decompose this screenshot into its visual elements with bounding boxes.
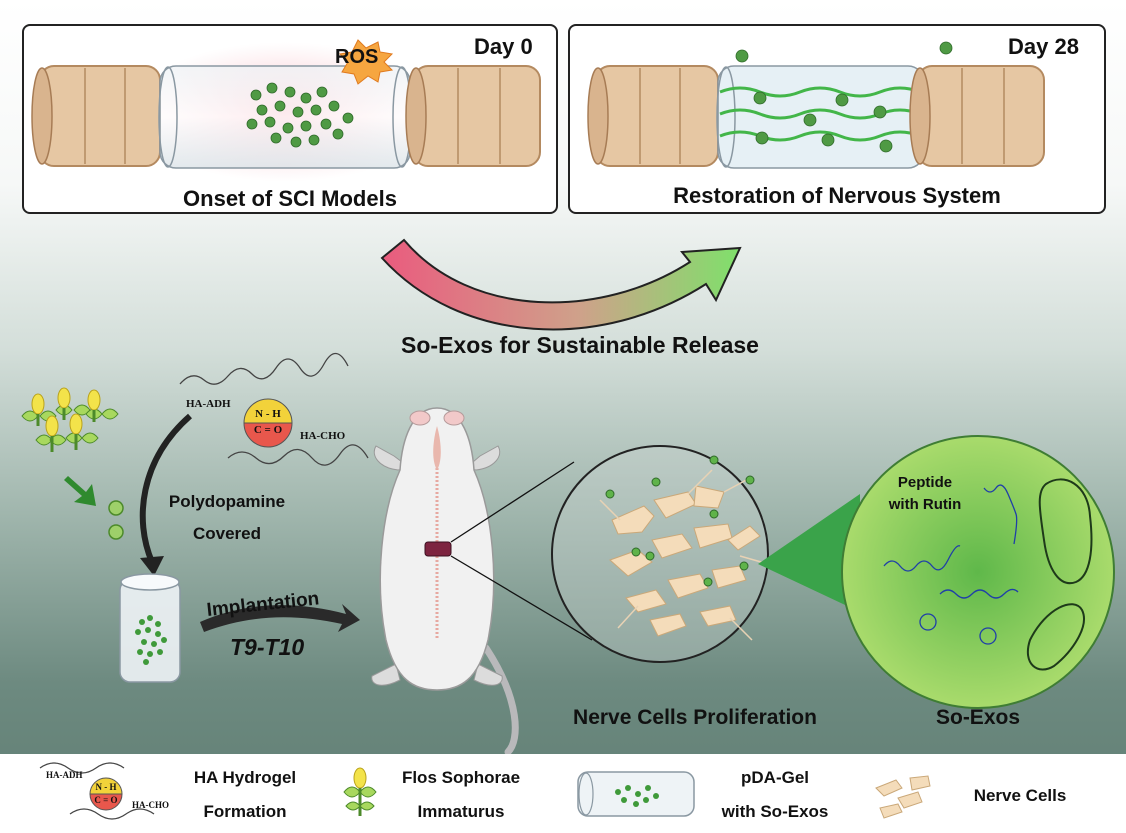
legend-bond-top: N - H xyxy=(95,782,117,792)
legend-item-1-line1: HA Hydrogel xyxy=(193,768,297,787)
bond-bottom-label: C = O xyxy=(253,424,283,436)
legend-bond-bottom: C = O xyxy=(94,795,118,805)
exosome-bubbles xyxy=(108,500,124,540)
day28-caption: Restoration of Nervous System xyxy=(673,183,1001,208)
legend-item-1-line2: Formation xyxy=(203,802,287,821)
ha-polymer-chains xyxy=(179,352,369,466)
legend-bar: HA-ADH HA-CHO N - H C = O HA Hydrogel Fo… xyxy=(0,754,1126,833)
legend-item-4-line1: Nerve Cells xyxy=(973,786,1067,805)
day28-label: Day 28 xyxy=(1008,34,1079,59)
so-exos-label: So-Exos xyxy=(935,706,1021,729)
extraction-arrow xyxy=(64,476,96,506)
release-arrow xyxy=(380,238,742,331)
release-caption: So-Exos for Sustainable Release xyxy=(401,332,759,358)
site-label: T9-T10 xyxy=(230,634,305,660)
hydrogel-tube-day0 xyxy=(158,65,412,169)
flos-sophorae-icon xyxy=(21,387,119,452)
release-arrow-shape xyxy=(380,238,742,331)
implant-site xyxy=(424,541,452,557)
ha-adh-label: HA-ADH xyxy=(186,398,231,410)
exosome-cluster-day0 xyxy=(246,82,354,148)
legend-item-3-line1: pDA-Gel xyxy=(741,768,809,787)
so-exos-organelles xyxy=(1026,478,1093,671)
zoom-lines xyxy=(450,461,593,641)
legend-ha-adh: HA-ADH xyxy=(46,770,83,780)
implantation-arrow xyxy=(200,604,360,632)
spinal-cord-segment-right-day28 xyxy=(909,65,1045,167)
legend-item-2-line1: Flos Sophorae xyxy=(401,768,521,787)
ha-cho-label: HA-CHO xyxy=(300,430,346,442)
day0-caption: Onset of SCI Models xyxy=(183,186,397,211)
peptide-chains xyxy=(883,484,1019,645)
peptide-label-1: Peptide xyxy=(897,474,953,491)
bond-top-label: N - H xyxy=(255,408,281,420)
zoom-cone xyxy=(758,494,860,612)
polydopamine-label-2: Covered xyxy=(192,524,262,543)
day0-scene xyxy=(31,39,1045,182)
ros-label: ROS xyxy=(335,46,379,68)
legend-gel-icon xyxy=(577,771,695,817)
legend-flos-icon xyxy=(343,767,377,816)
spinal-cord-segment-left-day28 xyxy=(587,65,719,167)
legend-ha-cho: HA-CHO xyxy=(132,800,169,810)
legend-item-3-line2: with So-Exos xyxy=(721,802,829,821)
legend-nerve-cells-icon xyxy=(875,775,931,819)
exosomes-day28 xyxy=(735,41,953,153)
peptide-label-2: with Rutin xyxy=(888,496,962,513)
nerve-cell-bodies xyxy=(609,485,761,637)
legend-icons xyxy=(39,762,931,820)
so-exos-magnified xyxy=(841,435,1115,709)
legend-item-2-line2: Immaturus xyxy=(417,802,505,821)
hydrogel-bond-icon xyxy=(243,398,293,448)
day0-label: Day 0 xyxy=(474,34,533,59)
tube-exosomes xyxy=(135,615,167,665)
polydopamine-arrowhead xyxy=(140,556,164,576)
ros-burst-icon xyxy=(338,39,394,85)
process-scene xyxy=(21,352,1115,756)
nerve-cells-proliferation-label: Nerve Cells Proliferation xyxy=(573,706,817,729)
polydopamine-label-1: Polydopamine xyxy=(168,492,286,511)
spinal-cord-segment-right xyxy=(405,65,541,167)
polydopamine-arrow xyxy=(139,413,192,564)
nerve-circle-exosomes xyxy=(605,455,755,587)
rat-illustration xyxy=(371,407,519,756)
legend-hydrogel-icon xyxy=(39,762,155,820)
